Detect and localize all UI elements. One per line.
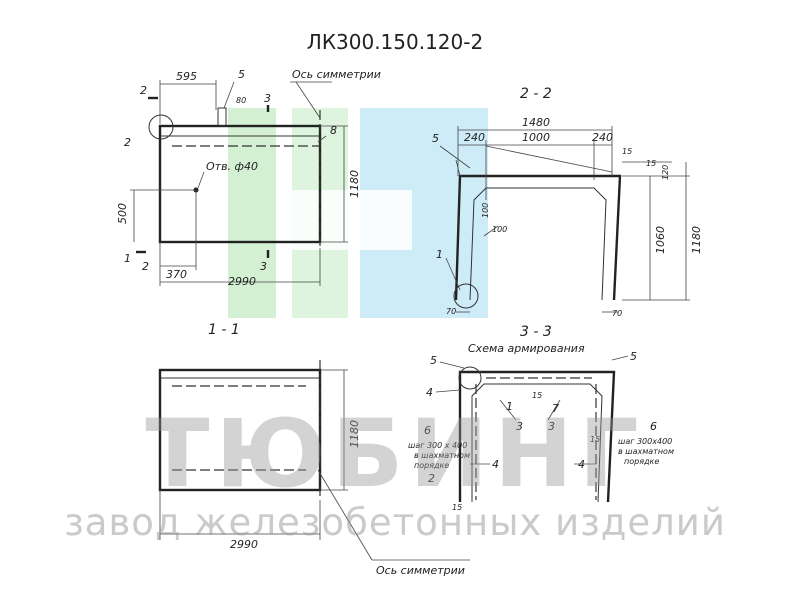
dim-1060: 1060: [654, 226, 667, 254]
callout-7-s33: 7: [552, 402, 559, 415]
dim-15-top: 15: [622, 147, 632, 156]
dim-15-top-s33: 15: [532, 391, 542, 400]
symmetry-axis-label: Ось симметрии: [292, 68, 381, 81]
callout-5: 5: [238, 68, 245, 81]
dim-1480: 1480: [522, 116, 550, 129]
reinforcement-caption: Схема армирования: [468, 342, 585, 355]
section-1-1: 1 - 1 1180 2990 Ось симметрии: [158, 322, 470, 577]
dim-240-right: 240: [592, 131, 613, 144]
plan-view: 595 2990 370 500 1180 80 Отв. ф40 Ось си…: [116, 68, 381, 288]
logo-cutout: [292, 190, 412, 250]
callout-5-section: 5: [432, 132, 439, 145]
pitch-right-line1: шаг 300х400: [618, 437, 672, 446]
svg-text:2: 2: [124, 136, 131, 149]
callout-8: 8: [330, 124, 337, 137]
callout-2-top: 2: [140, 84, 147, 97]
symmetry-axis-label-s11: Ось симметрии: [376, 564, 465, 577]
dim-15-right-s33: 15: [590, 435, 600, 444]
dim-2990-s11: 2990: [230, 538, 258, 551]
dim-1000: 1000: [522, 131, 550, 144]
logo-block-green: [228, 108, 276, 318]
dim-500: 500: [116, 203, 129, 224]
watermark-brand: ТЮБИНГ: [145, 400, 645, 509]
dim-15-bottom-s33: 15: [452, 503, 462, 512]
dim-15-mid: 15: [646, 159, 656, 168]
rebar-outer: [458, 370, 616, 503]
callout-4-top-s33: 4: [426, 386, 433, 399]
callout-3-top: 3: [264, 92, 271, 105]
section-2-2-label: 2 - 2: [520, 86, 552, 102]
callout-4-mid-s33: 4: [492, 458, 499, 471]
dim-100-horizontal: 100: [492, 225, 507, 234]
frame-outer: [454, 174, 622, 301]
dim-1180-s11: 1180: [348, 420, 361, 448]
section-3-3: 3 - 3 Схема армирования шаг 300 х 400 в …: [408, 324, 674, 512]
callout-6-right-s33: 6: [650, 420, 657, 433]
dim-2990: 2990: [228, 275, 256, 288]
callout-1-section: 1: [436, 248, 443, 261]
section-3-3-detail-circle: [458, 366, 482, 390]
pitch-right-line3: порядке: [624, 457, 659, 466]
dim-370: 370: [166, 268, 187, 281]
section-detail-circle: [453, 283, 479, 309]
dim-120: 120: [661, 165, 670, 180]
dim-100-vertical: 100: [481, 203, 490, 218]
watermark-logo: [228, 108, 488, 318]
plan-detail-circle: [148, 114, 174, 140]
watermark-subtitle: завод железобетонных изделий: [64, 501, 726, 544]
pitch-left-line1: шаг 300 х 400: [408, 441, 467, 450]
callout-1: 1: [124, 252, 131, 265]
drawing-title: ЛК300.150.120-2: [306, 30, 484, 54]
dim-240-left: 240: [464, 131, 485, 144]
callout-5-left-s33: 5: [430, 354, 437, 367]
callout-5-right-s33: 5: [630, 350, 637, 363]
dim-1180-right: 1180: [690, 226, 703, 254]
dim-1180: 1180: [348, 170, 361, 198]
dim-70-right: 70: [612, 309, 622, 318]
dim-70-left: 70: [446, 307, 456, 316]
frame-inner: [469, 187, 607, 301]
callout-3-bottom: 3: [260, 260, 267, 273]
callout-6-left-s33: 6: [424, 424, 431, 437]
section-1-1-label: 1 - 1: [208, 322, 240, 338]
callout-3-right-s33: 3: [548, 420, 555, 433]
callout-2-bottom: 2: [142, 260, 149, 273]
pitch-left-line2: в шахматном: [414, 451, 470, 460]
lifting-loop: [217, 107, 227, 127]
callout-4-right-s33: 4: [578, 458, 585, 471]
rebar-inner: [471, 383, 603, 503]
section-2-2: 2 - 2 1480 240 1000 240 15 15 120 1060 1…: [432, 86, 703, 318]
pitch-left-line3: порядке: [414, 461, 449, 470]
section-3-3-label: 3 - 3: [520, 324, 552, 340]
dim-80: 80: [236, 96, 246, 105]
callout-2-s33: 2: [428, 472, 435, 485]
pitch-right-line2: в шахматном: [618, 447, 674, 456]
hole-label: Отв. ф40: [206, 160, 258, 173]
callout-3-left-s33: 3: [516, 420, 523, 433]
callout-1-s33: 1: [506, 400, 513, 413]
dim-595: 595: [176, 70, 197, 83]
